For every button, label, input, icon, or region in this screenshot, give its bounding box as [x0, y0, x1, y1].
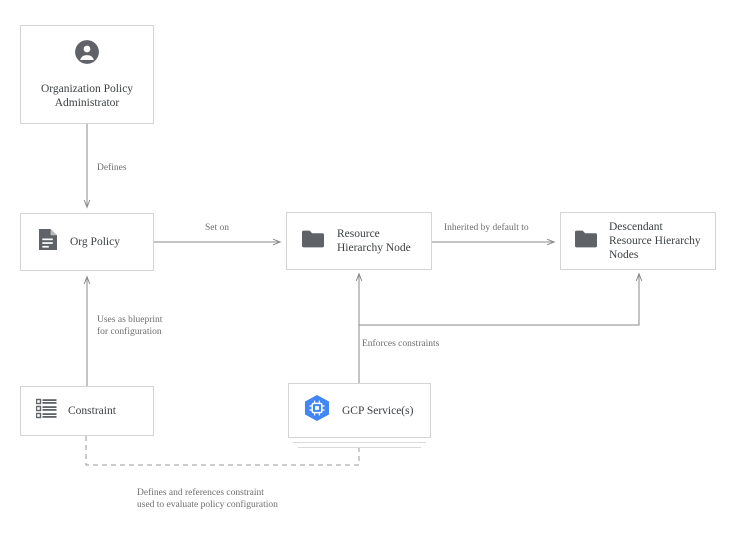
node-gcp-services[interactable]: GCP Service(s)	[288, 383, 431, 438]
node-label: Constraint	[68, 405, 116, 417]
node-org-policy-administrator[interactable]: Organization Policy Administrator	[20, 25, 154, 124]
edge-label-enforces-constraints: Enforces constraints	[362, 339, 440, 349]
node-org-policy[interactable]: Org Policy	[20, 213, 154, 271]
list-rows-icon	[35, 398, 57, 424]
folder-icon	[301, 229, 325, 254]
node-label: Org Policy	[70, 236, 120, 248]
edge-defines-and-references-constraint	[85, 436, 360, 466]
document-icon	[38, 228, 58, 256]
node-constraint[interactable]: Constraint	[20, 386, 154, 436]
node-label: Organization Policy Administrator	[40, 83, 134, 109]
node-label: GCP Service(s)	[342, 404, 414, 417]
node-resource-hierarchy-node[interactable]: Resource Hierarchy Node	[286, 212, 432, 270]
edge-label-inherited-by-default-to: Inherited by default to	[444, 223, 529, 233]
node-descendant-resource-hierarchy-nodes[interactable]: Descendant Resource Hierarchy Nodes	[560, 212, 716, 270]
gcp-stack-line-1	[293, 442, 426, 443]
edge-label-defines-and-references-constraint: Defines and references constraint used t…	[137, 488, 278, 510]
gcp-hexagon-icon	[302, 394, 332, 427]
node-label: Descendant Resource Hierarchy Nodes	[609, 221, 701, 261]
edge-label-set-on: Set on	[205, 223, 230, 233]
gcp-stack-line-2	[298, 447, 421, 448]
edge-label-defines: Defines	[97, 163, 127, 173]
person-icon	[74, 39, 100, 70]
edge-enforces-constraints-descendant	[359, 272, 643, 326]
folder-icon	[574, 229, 598, 254]
edge-label-uses-as-blueprint: Uses as blueprint for configuration	[97, 315, 163, 337]
node-label: Resource Hierarchy Node	[337, 228, 411, 254]
